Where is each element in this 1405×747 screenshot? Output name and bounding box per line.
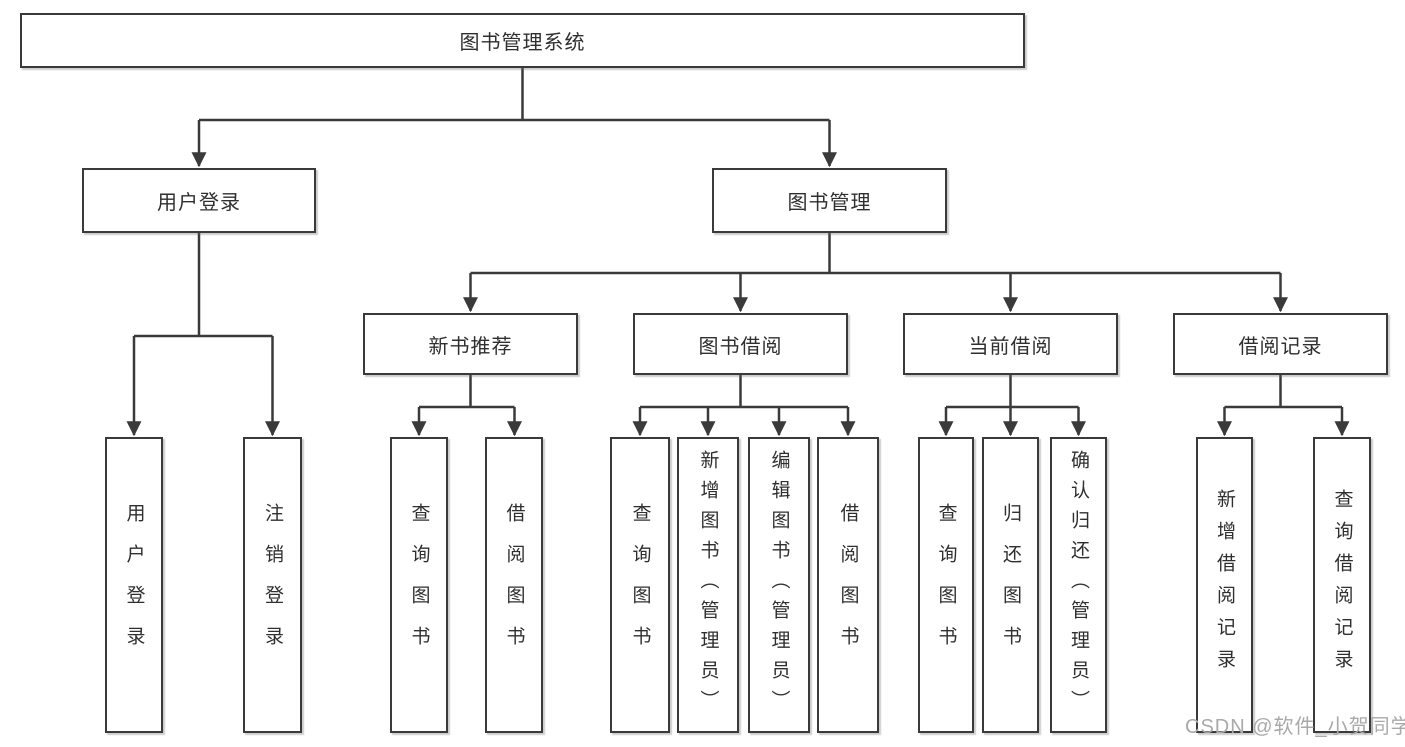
leaf-add-borrow-record: 新增借阅记录 [1196,437,1253,733]
node-library-system-root: 图书管理系统 [20,13,1025,68]
node-label: 图书管理 [787,192,872,214]
leaf-label: 查询图书 [629,503,651,667]
leaf-confirm-return-admin: 确认归还（管理员） [1050,437,1107,733]
leaf-label: 归还图书 [1000,503,1021,667]
leaf-query-borrow-record: 查询借阅记录 [1313,437,1371,733]
leaf-query-books-borrowing: 查询图书 [610,437,670,733]
leaf-label: 查询借阅记录 [1331,489,1353,681]
node-label: 用户登录 [157,192,241,214]
leaf-return-book: 归还图书 [982,437,1039,733]
leaf-edit-book-admin: 编辑图书（管理员） [748,437,810,733]
leaf-label: 用户登录 [123,503,145,667]
leaf-user-login: 用户登录 [105,437,163,733]
node-label: 图书借阅 [698,335,783,358]
node-current-borrowing: 当前借阅 [903,313,1118,375]
leaf-label: 查询图书 [935,503,957,667]
csdn-watermark: CSDN @软件_小贺同学 [1185,716,1405,738]
leaf-label: 确认归还（管理员） [1068,450,1089,720]
node-borrowing-records: 借阅记录 [1173,313,1388,375]
node-book-borrowing: 图书借阅 [633,313,848,375]
leaf-query-books-current: 查询图书 [918,437,974,733]
leaf-label: 注销登录 [262,503,283,667]
node-user-login: 用户登录 [82,168,316,233]
leaf-add-book-admin: 新增图书（管理员） [677,437,739,733]
node-label: 新书推荐 [428,335,513,358]
leaf-label: 借阅图书 [837,503,859,667]
leaf-query-books-recommend: 查询图书 [390,437,448,733]
node-new-book-recommend: 新书推荐 [363,313,578,375]
leaf-borrow-books-recommend: 借阅图书 [485,437,543,733]
node-label: 借阅记录 [1238,335,1323,358]
leaf-label: 编辑图书（管理员） [768,450,790,720]
leaf-label: 新增图书（管理员） [697,450,719,720]
leaf-borrow-books: 借阅图书 [817,437,879,733]
leaf-logout: 注销登录 [243,437,302,733]
leaf-label: 借阅图书 [503,503,525,667]
leaf-label: 新增借阅记录 [1214,489,1235,681]
node-label: 当前借阅 [968,335,1053,358]
node-book-management: 图书管理 [712,168,947,233]
node-label: 图书管理系统 [459,32,586,54]
leaf-label: 查询图书 [408,503,430,667]
